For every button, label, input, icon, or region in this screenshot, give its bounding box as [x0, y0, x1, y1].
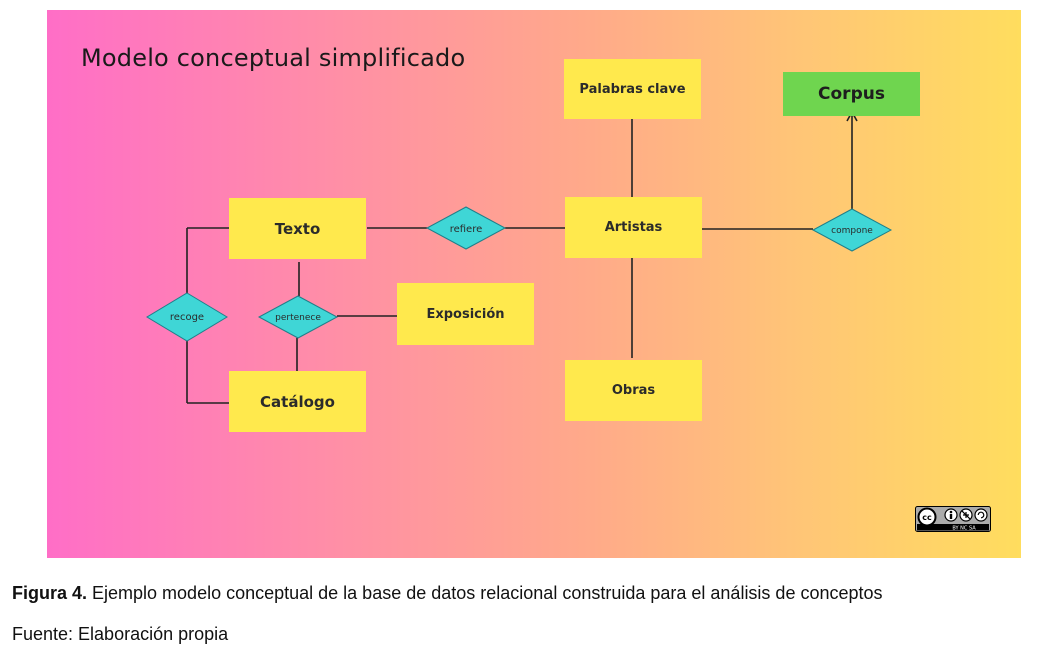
entity-palabras-clave: Palabras clave [564, 59, 701, 119]
entity-exposicion: Exposición [397, 283, 534, 345]
figure-source: Fuente: Elaboración propia [12, 624, 229, 644]
figure-caption-text: Ejemplo modelo conceptual de la base de … [87, 583, 883, 603]
entity-catalogo: Catálogo [229, 371, 366, 432]
entity-texto: Texto [229, 198, 366, 259]
diagram-slide: Modelo conceptual simplificado [47, 10, 1021, 558]
figure-caption: Figura 4. Ejemplo modelo conceptual de l… [12, 583, 883, 604]
relation-compone: compone [811, 208, 893, 252]
diagram-connectors: refiere compone recoge pertenece [146, 110, 893, 409]
entity-corpus: Corpus [783, 72, 920, 116]
cc-badge-cc-text: cc [922, 513, 932, 522]
diagram-title: Modelo conceptual simplificado [81, 44, 466, 72]
relation-recoge: recoge [146, 292, 228, 342]
entity-obras: Obras [565, 360, 702, 421]
relation-refiere-label: refiere [450, 224, 483, 235]
relation-refiere: refiere [425, 206, 507, 250]
cc-by-nc-sa-icon: cc BY NC SA [915, 506, 991, 532]
figure-caption-label: Figura 4. [12, 583, 88, 603]
relation-pertenece: pertenece [257, 295, 339, 339]
cc-badge-license-text: BY NC SA [952, 526, 976, 532]
relation-compone-label: compone [831, 226, 873, 236]
relation-pertenece-label: pertenece [275, 313, 321, 323]
relation-recoge-label: recoge [170, 312, 204, 323]
entity-artistas: Artistas [565, 197, 702, 258]
